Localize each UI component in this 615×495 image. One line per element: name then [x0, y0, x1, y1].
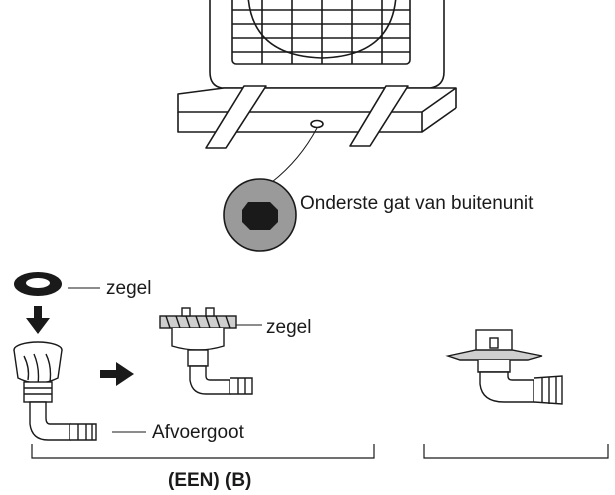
outdoor-unit-illustration	[177, 0, 457, 183]
right-arrow-icon	[100, 362, 134, 386]
seal-label-top: zegel	[106, 278, 151, 299]
down-arrow-icon	[26, 306, 50, 334]
assembled-drain-joint-icon	[159, 307, 253, 395]
bracket-left	[31, 444, 375, 459]
bottom-hole-label: Onderste gat van buitenunit	[300, 193, 534, 214]
drain-label: Afvoergoot	[152, 422, 245, 443]
bottom-hole-zoom	[223, 178, 297, 252]
drain-joint-icon	[13, 341, 97, 441]
seal-label-mid: zegel	[266, 317, 311, 338]
group-label: (EEN) (B)	[168, 470, 251, 491]
drain-joint-b-icon	[445, 329, 563, 405]
seal-ring-icon	[14, 272, 62, 296]
bracket-right	[423, 444, 609, 459]
